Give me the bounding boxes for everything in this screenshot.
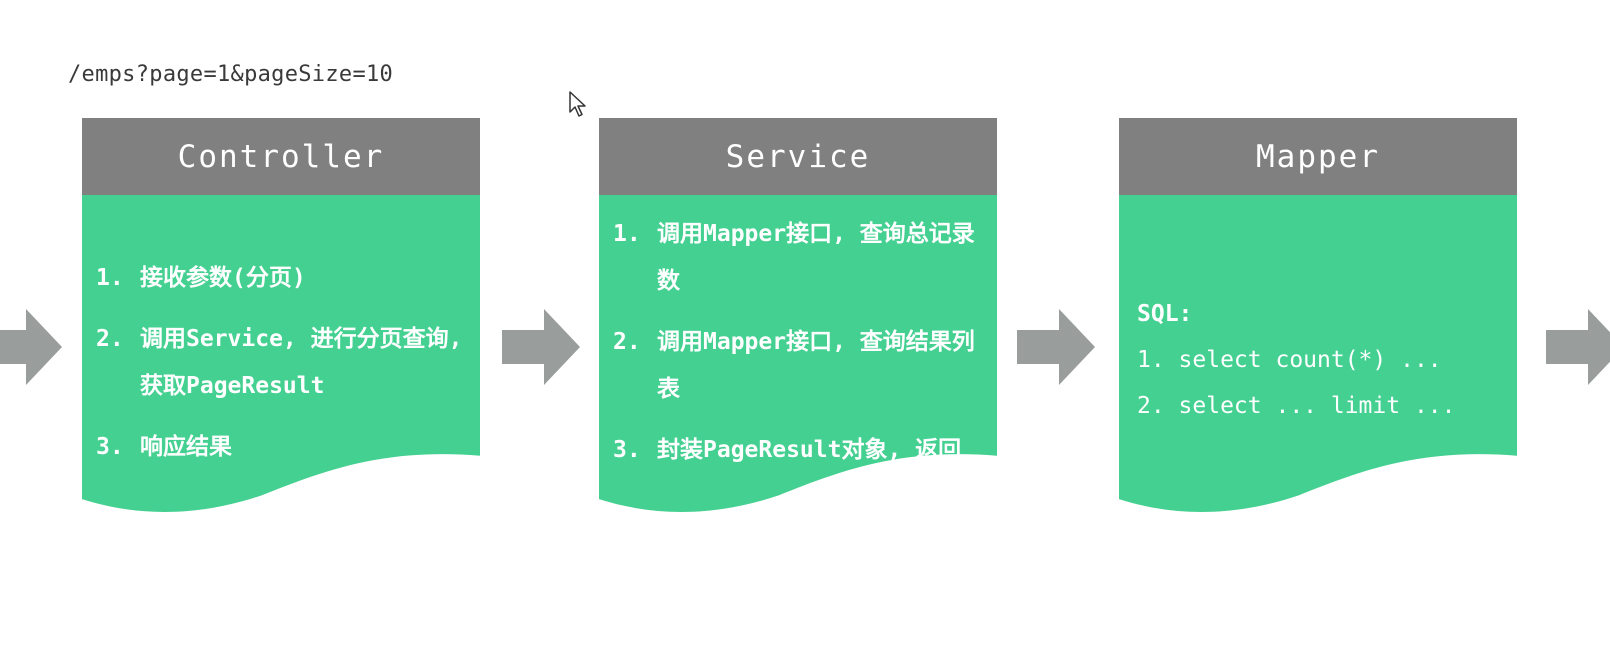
mapper-card: Mapper SQL: 1. select count(*) ... 2. se… xyxy=(1119,118,1517,545)
document-shape xyxy=(599,195,997,512)
arrow-right-icon xyxy=(1017,309,1095,385)
sql-line: 2. select ... limit ... xyxy=(1137,393,1456,419)
arrow-right-icon xyxy=(0,309,62,385)
service-body: 1. 调用Mapper接口, 查询总记录数 2. 调用Mapper接口, 查询结… xyxy=(599,195,997,545)
sql-line: 1. select count(*) ... xyxy=(1137,347,1442,373)
controller-list: 1. 接收参数(分页) 2. 调用Service, 进行分页查询, 获取Page… xyxy=(96,255,474,485)
document-shape xyxy=(1119,195,1517,512)
service-card: Service 1. 调用Mapper接口, 查询总记录数 2. 调用Mappe… xyxy=(599,118,997,545)
document-shape xyxy=(82,195,480,512)
arrow-right-icon xyxy=(1546,309,1610,385)
controller-card: Controller 1. 接收参数(分页) 2. 调用Service, 进行分… xyxy=(82,118,480,545)
service-title: Service xyxy=(599,118,997,195)
service-list: 1. 调用Mapper接口, 查询总记录数 2. 调用Mapper接口, 查询结… xyxy=(613,211,991,488)
list-item: 1. 调用Mapper接口, 查询总记录数 xyxy=(613,221,975,294)
mouse-cursor-icon xyxy=(569,91,586,117)
controller-body: 1. 接收参数(分页) 2. 调用Service, 进行分页查询, 获取Page… xyxy=(82,195,480,545)
controller-title: Controller xyxy=(82,118,480,195)
mapper-title: Mapper xyxy=(1119,118,1517,195)
mapper-body: SQL: 1. select count(*) ... 2. select ..… xyxy=(1119,195,1517,545)
list-item: 3. 封装PageResult对象, 返回 xyxy=(613,437,962,463)
mapper-sql: SQL: 1. select count(*) ... 2. select ..… xyxy=(1137,291,1511,429)
sql-label: SQL: xyxy=(1137,301,1193,327)
list-item: 2. 调用Service, 进行分页查询, 获取PageResult xyxy=(96,326,463,399)
arrow-right-icon xyxy=(502,309,580,385)
list-item: 2. 调用Mapper接口, 查询结果列表 xyxy=(613,329,975,402)
list-item: 3. 响应结果 xyxy=(96,434,232,460)
request-url: /emps?page=1&pageSize=10 xyxy=(68,62,394,87)
list-item: 1. 接收参数(分页) xyxy=(96,265,306,291)
